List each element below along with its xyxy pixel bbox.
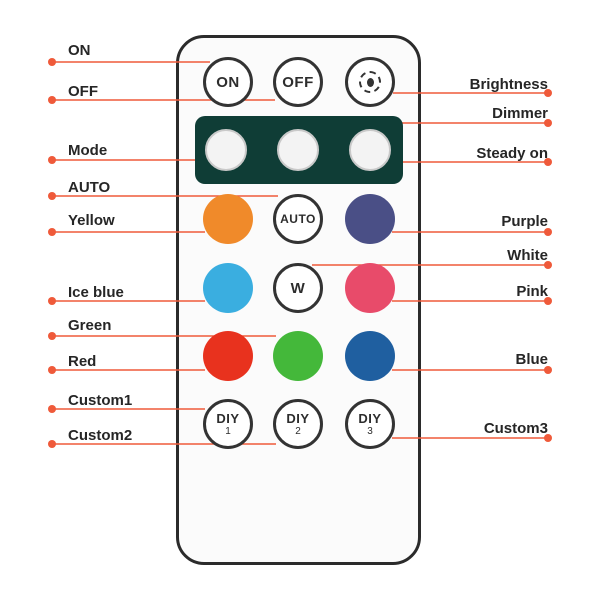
- diy2-button-number: 2: [295, 425, 301, 437]
- callout-dot: [48, 58, 56, 66]
- label-auto: AUTO: [68, 179, 111, 196]
- diy3-button[interactable]: DIY 3: [345, 399, 395, 449]
- diy2-button[interactable]: DIY 2: [273, 399, 323, 449]
- label-pink: Pink: [516, 283, 548, 300]
- on-button[interactable]: ON: [203, 57, 253, 107]
- callout-dot: [544, 261, 552, 269]
- pink-button[interactable]: [345, 263, 395, 313]
- callout-dot: [544, 119, 552, 127]
- callout-dot: [48, 192, 56, 200]
- label-mode: Mode: [68, 142, 108, 159]
- purple-button[interactable]: [345, 194, 395, 244]
- dimmer-button[interactable]: [277, 129, 319, 171]
- label-green: Green: [68, 317, 112, 334]
- callout-dot: [48, 366, 56, 374]
- callout-dot: [544, 158, 552, 166]
- callout-dot: [48, 297, 56, 305]
- ice-blue-button[interactable]: [203, 263, 253, 313]
- label-off: OFF: [68, 83, 98, 100]
- label-on: ON: [68, 42, 91, 59]
- callout-dot: [48, 440, 56, 448]
- auto-button[interactable]: AUTO: [273, 194, 323, 244]
- callout-dot: [544, 297, 552, 305]
- callout-dot: [48, 405, 56, 413]
- callout-dot: [48, 156, 56, 164]
- label-custom2: Custom2: [68, 427, 133, 444]
- callout-dot: [544, 434, 552, 442]
- brightness-sun-icon: [359, 71, 381, 93]
- on-button-label: ON: [216, 73, 240, 91]
- diy3-button-label: DIY: [358, 410, 382, 426]
- diy1-button-number: 1: [225, 425, 231, 437]
- label-custom1: Custom1: [68, 392, 133, 409]
- callout-dot: [544, 366, 552, 374]
- label-brightness: Brightness: [469, 76, 548, 93]
- callout-dot: [48, 228, 56, 236]
- label-purple: Purple: [501, 213, 548, 230]
- diy1-button-label: DIY: [216, 410, 240, 426]
- diy3-button-number: 3: [367, 425, 373, 437]
- yellow-button[interactable]: [203, 194, 253, 244]
- label-blue: Blue: [515, 351, 548, 368]
- brightness-button[interactable]: [345, 57, 395, 107]
- label-steady-on: Steady on: [476, 145, 548, 162]
- callout-dot: [48, 96, 56, 104]
- diy1-button[interactable]: DIY 1: [203, 399, 253, 449]
- label-dimmer: Dimmer: [492, 105, 548, 122]
- auto-button-label: AUTO: [280, 212, 316, 226]
- mode-button[interactable]: [205, 129, 247, 171]
- label-white: White: [507, 247, 548, 264]
- off-button[interactable]: OFF: [273, 57, 323, 107]
- white-button[interactable]: W: [273, 263, 323, 313]
- diy2-button-label: DIY: [286, 410, 310, 426]
- white-button-label: W: [290, 279, 306, 297]
- callout-dot: [544, 228, 552, 236]
- blue-button[interactable]: [345, 331, 395, 381]
- label-yellow: Yellow: [68, 212, 115, 229]
- red-button[interactable]: [203, 331, 253, 381]
- steady-on-button[interactable]: [349, 129, 391, 171]
- callout-dot: [544, 89, 552, 97]
- label-custom3: Custom3: [483, 420, 548, 437]
- label-red: Red: [68, 353, 97, 370]
- callout-dot: [48, 332, 56, 340]
- label-ice-blue: Ice blue: [68, 284, 124, 301]
- green-button[interactable]: [273, 331, 323, 381]
- off-button-label: OFF: [282, 73, 314, 91]
